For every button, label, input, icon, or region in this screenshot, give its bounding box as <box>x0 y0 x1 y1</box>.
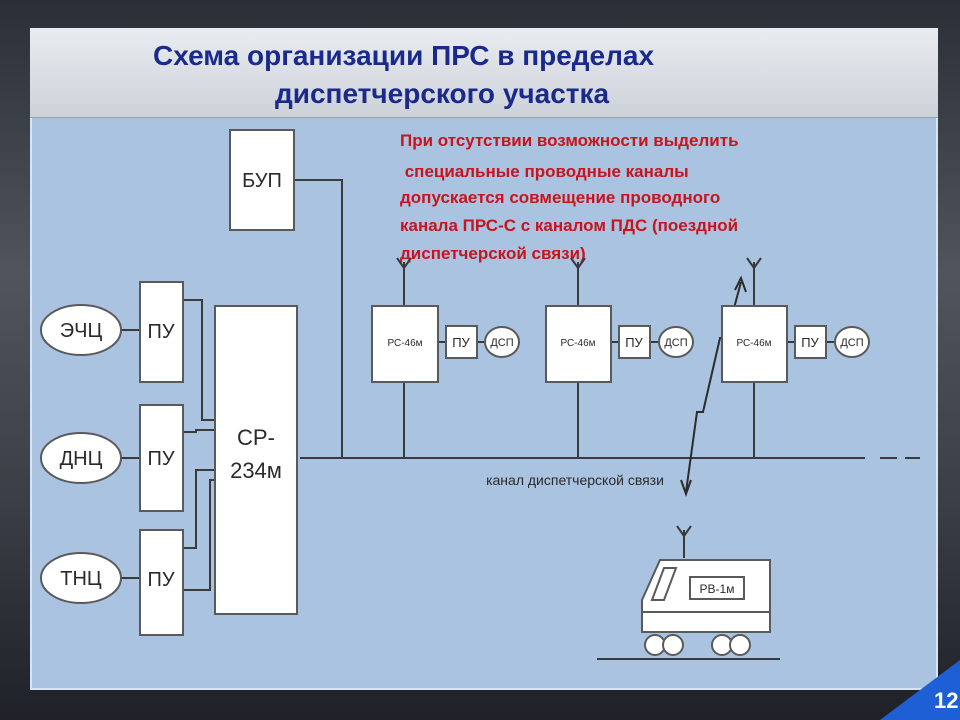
station-radio-label: РС-46м <box>560 338 595 349</box>
locomotive-icon <box>641 559 771 656</box>
locomotive-window <box>650 567 678 601</box>
dispatcher-echc-label: ЭЧЦ <box>60 320 103 342</box>
station-operator-label: ДСП <box>490 337 513 349</box>
loco-radio-label: РВ-1м <box>700 582 735 596</box>
slide-number: 12 <box>934 688 959 713</box>
note-line-4: канала ПРС-С с каналом ПДС (поездной <box>400 216 739 235</box>
control-panel-box <box>139 404 184 512</box>
control-panel-label: ПУ <box>147 448 174 470</box>
wheel-icon <box>662 634 684 656</box>
station-panel-label: ПУ <box>801 335 819 350</box>
station-panel-label: ПУ <box>625 335 643 350</box>
connector <box>183 429 215 433</box>
station-operator-label: ДСП <box>840 337 863 349</box>
control-panel-box <box>139 281 184 383</box>
loco-radio-box <box>689 576 745 600</box>
station-panel-label: ПУ <box>452 335 470 350</box>
station-radio-label: РС-46м <box>387 338 422 349</box>
slide-title-line-1: Схема организации ПРС в пределах <box>153 40 655 71</box>
antenna-icon <box>746 257 762 270</box>
bup-label: БУП <box>242 170 282 192</box>
dispatcher-tnc-label: ТНЦ <box>60 568 102 590</box>
station-radio-label: РС-46м <box>736 338 771 349</box>
title-band <box>30 28 938 118</box>
connector <box>183 469 215 549</box>
central-unit-box <box>214 305 298 615</box>
station-operator-label: ДСП <box>664 337 687 349</box>
antenna-icon <box>396 257 412 270</box>
channel-label: канал диспетчерской связи <box>486 472 664 488</box>
note-line-2: специальные проводные каналы <box>400 162 689 181</box>
station-radio-box <box>545 305 612 383</box>
note-line-1: При отсутствии возможности выделить <box>400 131 739 150</box>
station-panel-box <box>618 325 651 359</box>
central-unit-label-2: 234м <box>230 458 282 483</box>
dispatcher-dnc-label: ДНЦ <box>60 448 103 470</box>
connector <box>183 299 215 421</box>
control-panel-box <box>139 529 184 636</box>
station-panel-box <box>445 325 478 359</box>
station-panel-box <box>794 325 827 359</box>
bup-connector <box>294 179 343 458</box>
station-operator <box>658 326 694 358</box>
station-operator <box>834 326 870 358</box>
dispatcher-tnc <box>40 552 122 604</box>
control-panel-label: ПУ <box>147 569 174 591</box>
antenna-icon <box>570 257 586 270</box>
central-unit-label-1: СР- <box>237 425 275 450</box>
antenna-icon <box>676 525 692 538</box>
control-panel-label: ПУ <box>147 321 174 343</box>
dispatcher-dnc <box>40 432 122 484</box>
bup-box <box>229 129 295 231</box>
wheel-icon <box>729 634 751 656</box>
connector <box>183 479 215 591</box>
station-radio-box <box>371 305 439 383</box>
station-operator <box>484 326 520 358</box>
slide-title-line-2: диспетчерского участка <box>275 78 610 109</box>
station-radio-box <box>721 305 788 383</box>
note-line-5: диспетчерской связи) <box>400 244 586 263</box>
dispatcher-echc <box>40 304 122 356</box>
note-line-3: допускается совмещение проводного <box>400 188 721 207</box>
